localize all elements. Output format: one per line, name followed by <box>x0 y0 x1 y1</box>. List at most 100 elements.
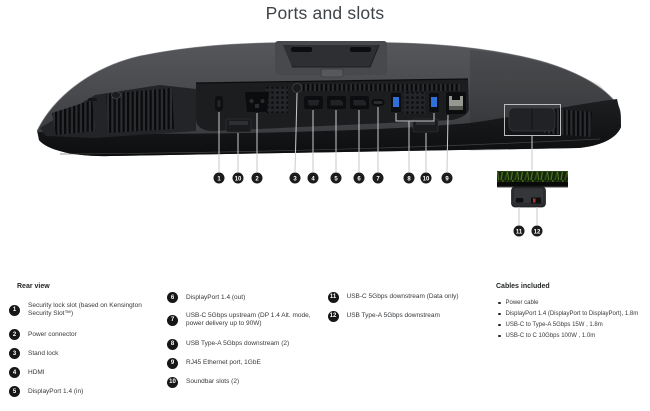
usb-a-port-2 <box>429 93 439 112</box>
callout-2: 2 <box>251 172 263 184</box>
quick-access-inset: 11 12 <box>497 171 568 237</box>
rear-view-heading: Rear view <box>17 283 50 290</box>
legend-column-2: 6 DisplayPort 1.4 (out) 7 USB-C 5Gbps up… <box>167 280 319 405</box>
legend-item: 12 USB Type-A 5Gbps downstream <box>327 310 478 322</box>
callout-1: 1 <box>213 172 225 184</box>
legend-num-badge: 6 <box>167 292 178 303</box>
legend-item: 5 DisplayPort 1.4 (in) <box>9 386 161 397</box>
legend-num-badge: 9 <box>167 357 178 369</box>
legend-label: USB-C 5Gbps downstream (Data only) <box>346 293 459 300</box>
svg-text:3: 3 <box>293 176 297 182</box>
quick-access-highlight-box <box>504 104 561 136</box>
power-connector <box>245 92 269 112</box>
legend-item: 7 USB-C 5Gbps upstream (DP 1.4 Alt. mode… <box>167 312 317 328</box>
svg-text:12: 12 <box>534 229 541 235</box>
legend-label: Soundbar slots (2) <box>186 378 240 385</box>
legend-num-badge: 7 <box>167 314 178 326</box>
vent-grid-right <box>403 92 425 114</box>
legend-label: HDMI <box>28 368 45 376</box>
legend-label: USB Type-A 5Gbps downstream (2) <box>186 340 290 347</box>
svg-text:1: 1 <box>217 176 221 182</box>
legend-num-badge: 10 <box>167 376 178 388</box>
legend-num-badge: 12 <box>327 310 339 322</box>
callout-5: 5 <box>330 172 342 184</box>
legend-num-badge: 4 <box>9 367 20 378</box>
rear-knob <box>111 91 121 99</box>
cable-label: DisplayPort 1.4 (DisplayPort to DisplayP… <box>505 310 639 317</box>
callout-12: 12 <box>531 225 543 237</box>
recess-vent-strip <box>300 84 460 91</box>
callout-lines <box>218 92 449 173</box>
rear-slot <box>88 98 97 101</box>
legend-item: 6 DisplayPort 1.4 (out) <box>167 292 317 303</box>
legend-item: 11 USB-C 5Gbps downstream (Data only) <box>327 291 478 303</box>
legend-label: DisplayPort 1.4 (in) <box>28 387 84 395</box>
monitor-rear-diagram: 1 10 2 3 4 5 6 7 8 10 9 <box>36 41 621 237</box>
cable-item: USB-C to Type-A 5Gbps 15W , 1.8m <box>496 322 646 330</box>
legend-item: 2 Power connector <box>9 329 161 340</box>
page-title: Ports and slots <box>265 3 385 23</box>
callout-3: 3 <box>289 172 301 184</box>
legend-label: Power connector <box>28 330 77 338</box>
stand-release-latch <box>320 68 344 78</box>
legend-item: 1 Security lock slot (based on Kensingto… <box>9 302 161 318</box>
legend-item: 3 Stand lock <box>9 348 161 359</box>
svg-text:10: 10 <box>423 176 430 182</box>
usb-a-port-1 <box>391 93 401 112</box>
legend-num-badge: 5 <box>9 386 20 397</box>
legend-item: 8 USB Type-A 5Gbps downstream (2) <box>167 338 317 350</box>
callout-4: 4 <box>307 172 319 184</box>
callout-10a: 10 <box>232 172 244 184</box>
bullet-icon <box>498 301 501 305</box>
rj45-ethernet-port <box>446 92 466 114</box>
bullet-icon <box>498 323 501 327</box>
legend-label: Stand lock <box>28 349 59 357</box>
port-recess <box>195 78 469 132</box>
screen-edge-image <box>497 171 568 182</box>
legend-column-1: 1 Security lock slot (based on Kensingto… <box>9 280 164 405</box>
monitor-bottom-edge <box>38 99 621 157</box>
callout-11: 11 <box>513 225 525 237</box>
monitor-back-panel <box>36 42 621 157</box>
cables-heading: Cables included <box>496 283 550 290</box>
stand-lock-screw <box>292 83 302 93</box>
cable-label: Power cable <box>505 299 539 306</box>
svg-text:9: 9 <box>445 176 449 182</box>
callout-10b: 10 <box>420 172 432 184</box>
callout-6: 6 <box>353 172 365 184</box>
legend-item: 4 HDMI <box>9 367 161 378</box>
legend-num-badge: 2 <box>9 329 20 340</box>
displayport-in-port <box>327 96 346 109</box>
legend-label: USB-C 5Gbps upstream (DP 1.4 Alt. mode, … <box>186 312 311 327</box>
legend-label: DisplayPort 1.4 (out) <box>186 293 246 301</box>
usb-c-downstream-port <box>515 198 524 203</box>
right-vent-area <box>544 108 592 137</box>
svg-text:10: 10 <box>235 176 242 182</box>
stand-slot-left <box>291 47 312 52</box>
svg-text:7: 7 <box>376 176 380 182</box>
legend-num-badge: 3 <box>9 348 20 359</box>
svg-text:4: 4 <box>311 176 315 182</box>
callout-7: 7 <box>372 172 384 184</box>
legend-column-3: 11 USB-C 5Gbps downstream (Data only) 12… <box>327 280 480 340</box>
bullet-icon <box>498 312 501 316</box>
svg-text:8: 8 <box>407 176 411 182</box>
legend-num-badge: 1 <box>9 304 20 316</box>
security-lock-slot <box>215 96 223 111</box>
soundbar-slot-right <box>412 118 439 133</box>
cable-item: DisplayPort 1.4 (DisplayPort to DisplayP… <box>496 311 646 319</box>
legend-label: Security lock slot (based on Kensington … <box>28 302 142 317</box>
legend-label: USB Type-A 5Gbps downstream <box>346 312 440 319</box>
vent-grid-left <box>266 87 288 113</box>
callout-8: 8 <box>403 172 415 184</box>
cable-item: Power cable <box>496 300 646 308</box>
hdmi-port <box>304 96 323 109</box>
displayport-out-port <box>350 96 369 109</box>
svg-text:5: 5 <box>334 176 338 182</box>
legend-num-badge: 8 <box>167 338 178 350</box>
legend-item: 9 RJ45 Ethernet port, 1GbE <box>167 357 317 369</box>
legend-num-badge: 11 <box>327 291 339 303</box>
stand-slot-right <box>350 47 371 52</box>
cable-item: USB-C to C 10Gbps 100W , 1.0m <box>496 333 646 341</box>
